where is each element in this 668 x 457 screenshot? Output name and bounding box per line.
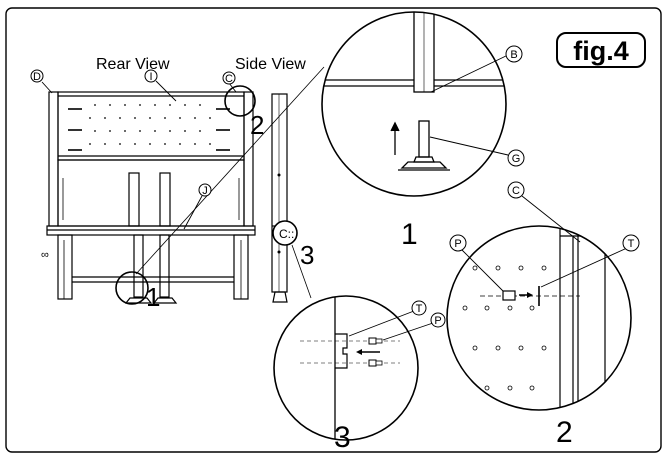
callout-G: G xyxy=(507,149,525,167)
svg-text:I: I xyxy=(149,71,152,83)
rear-step-2: 2 xyxy=(250,110,264,140)
side-hole xyxy=(277,250,281,254)
svg-text:C: C xyxy=(512,185,520,197)
svg-text:G: G xyxy=(512,153,521,165)
rear-view-title: Rear View xyxy=(96,56,170,73)
zoom2-leader xyxy=(521,195,581,243)
svg-text:J: J xyxy=(202,185,208,197)
callout-B: B xyxy=(505,45,523,63)
step-2-label: 2 xyxy=(556,416,573,449)
bracket-glyph: C:: xyxy=(279,227,294,241)
detail-circle-3 xyxy=(272,220,298,246)
svg-text:T: T xyxy=(628,238,635,250)
zoom-circle-2 xyxy=(446,225,632,411)
callout-I: I xyxy=(144,69,158,83)
callout-T-zoom2: T xyxy=(622,234,640,252)
zoom1-leader xyxy=(135,66,325,275)
callout-P-zoom3: P xyxy=(430,312,446,328)
svg-text:D: D xyxy=(33,71,41,83)
side-view-drawing xyxy=(271,93,288,303)
callout-T-zoom3: T xyxy=(411,300,427,316)
side-view-title: Side View xyxy=(235,56,306,73)
rear-view-drawing: ∞ xyxy=(41,91,256,304)
step-3-label: 3 xyxy=(334,421,351,454)
figure-label: fig.4 xyxy=(573,36,629,66)
detail-circle-2 xyxy=(224,85,256,117)
figure-badge: fig.4 xyxy=(556,32,646,68)
callout-D: D xyxy=(30,69,44,83)
zoom3-detail xyxy=(300,296,400,440)
svg-text:P: P xyxy=(454,238,461,250)
callout-J: J xyxy=(198,183,212,197)
detail-circle-1 xyxy=(115,271,149,305)
caster-mark: ∞ xyxy=(41,249,49,261)
svg-text:C: C xyxy=(225,73,233,85)
zoom3-leader xyxy=(291,244,312,299)
pegboard-holes xyxy=(89,104,211,145)
side-hole xyxy=(277,173,281,177)
callout-C: C xyxy=(222,71,236,85)
pegboard-hooks xyxy=(68,108,230,151)
figure-border xyxy=(5,7,662,453)
step-1-label: 1 xyxy=(401,218,418,251)
side-step-3: 3 xyxy=(300,240,314,270)
callout-P-zoom2: P xyxy=(449,234,467,252)
rear-step-1: 1 xyxy=(146,282,160,312)
svg-text:T: T xyxy=(416,303,423,315)
svg-text:B: B xyxy=(510,49,517,61)
callout-C-zoom: C xyxy=(507,181,525,199)
svg-text:P: P xyxy=(434,315,441,327)
